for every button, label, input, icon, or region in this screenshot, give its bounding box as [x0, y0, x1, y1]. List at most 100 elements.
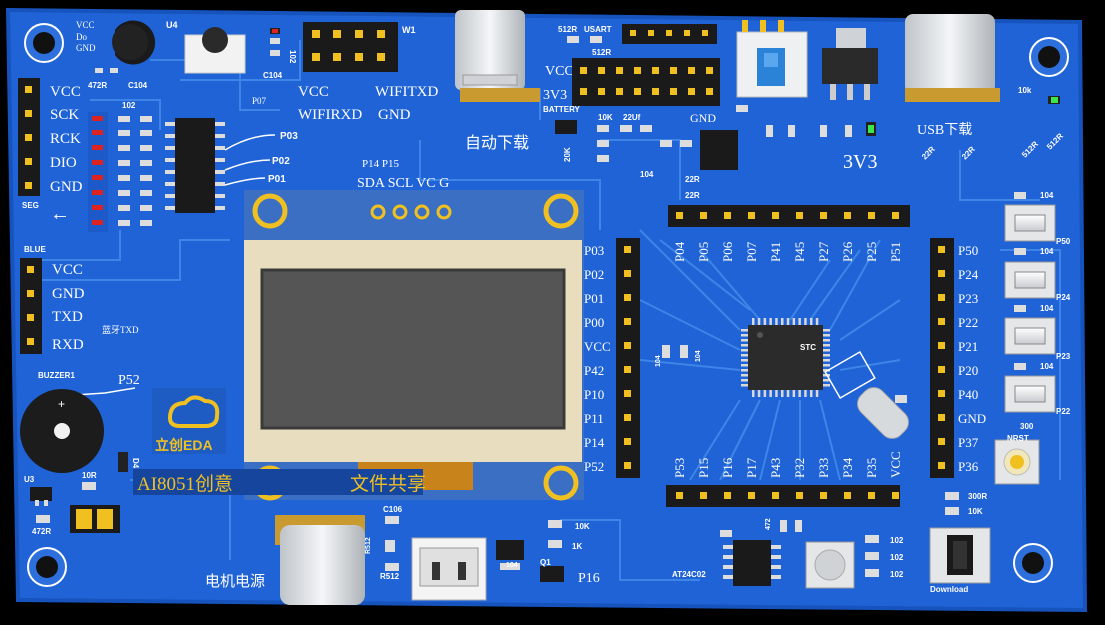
- btn-cap-0: 104: [1040, 191, 1054, 200]
- left-pin-0: P03: [584, 243, 604, 258]
- top-pin-9: P51: [888, 242, 903, 262]
- power-switch[interactable]: [736, 20, 808, 98]
- blue-vcc: VCC: [52, 262, 83, 278]
- label-102: 102: [288, 50, 297, 64]
- top-pin-0: P04: [672, 241, 687, 262]
- top-header-pins: [676, 212, 899, 219]
- header-pin: [820, 212, 827, 219]
- mcu-pin: [741, 334, 748, 337]
- mcu-pin: [741, 329, 748, 332]
- header-pin: [772, 212, 779, 219]
- left-pin-5: P42: [584, 363, 604, 378]
- bottom-header-pins: [676, 492, 899, 499]
- header-pin: [844, 492, 851, 499]
- mounting-hole-tl: [24, 23, 64, 63]
- right-pin-5: P20: [958, 363, 978, 378]
- seg-lead-p02: P02: [272, 156, 290, 167]
- 3v3-label: 3V3: [843, 151, 877, 173]
- label-w1: W1: [402, 25, 416, 35]
- right-pin-6: P40: [958, 387, 978, 402]
- usb-c-connector-top: [455, 10, 540, 102]
- mcu-pin: [741, 384, 748, 387]
- smd-resistor: [110, 68, 118, 73]
- battery-label: BATTERY: [543, 105, 581, 114]
- label-10r: 10R: [82, 471, 97, 480]
- mcu-pin: [741, 374, 748, 377]
- power-select-header: [572, 58, 720, 106]
- svg-text:+: +: [58, 397, 65, 411]
- title-text: AI8051创意: [137, 473, 233, 495]
- usart-label: USART: [584, 25, 612, 34]
- left-pin-6: P10: [584, 387, 604, 402]
- button-p23[interactable]: [1004, 317, 1056, 355]
- left-pin-4: VCC: [584, 339, 611, 354]
- label-10k-b: 10K: [575, 522, 590, 531]
- right-pin-1: P24: [958, 267, 979, 282]
- label-1k: 1K: [572, 542, 582, 551]
- usb-download-label: USB下载: [917, 122, 972, 138]
- label-104-a: 104: [640, 170, 654, 179]
- right-pin-4: P21: [958, 339, 978, 354]
- mcu-pin: [823, 349, 830, 352]
- mcu-pin: [823, 334, 830, 337]
- blue-rxd: RXD: [52, 337, 84, 353]
- blue-gnd: GND: [52, 286, 85, 302]
- usb-c-connector-right: [905, 14, 1000, 102]
- mcu-pin: [757, 390, 761, 397]
- button-p50[interactable]: [1004, 204, 1056, 242]
- button-p24[interactable]: [1004, 261, 1056, 299]
- u4-label: U4: [166, 20, 178, 30]
- mcu-pin: [741, 359, 748, 362]
- mcu-pin: [752, 390, 755, 397]
- bottom-pin-7: P34: [840, 457, 855, 478]
- mcu-pin: [741, 354, 748, 357]
- oled-display: [244, 190, 584, 501]
- mcu-pin: [798, 390, 801, 397]
- vcc-mid-label: VCC: [545, 64, 574, 79]
- mcu-pin: [810, 390, 813, 397]
- right-header-pins: [938, 246, 945, 469]
- oled-header-label: P14 P15: [362, 158, 399, 170]
- mcu-decoupling-caps: [662, 345, 688, 358]
- label-22uf: 22Uf: [623, 113, 641, 122]
- lceda-logo: [152, 388, 226, 454]
- blue-txd: TXD: [52, 309, 83, 325]
- nrst-button[interactable]: [994, 439, 1040, 485]
- cap-c106: [385, 516, 399, 524]
- label-d4: D4: [131, 458, 140, 469]
- mcu-pin: [815, 318, 819, 325]
- top-header: [668, 205, 910, 227]
- crystal: [824, 350, 909, 439]
- motor-power-label: 电机电源: [205, 573, 265, 590]
- header-pin: [748, 212, 755, 219]
- right-pin-0: P50: [958, 243, 978, 258]
- mounting-hole-tr: [1029, 37, 1069, 77]
- logo-text: 立创EDA: [155, 437, 213, 453]
- led-white-button[interactable]: [805, 541, 855, 589]
- diode-d4: [118, 452, 128, 472]
- header-pin: [820, 492, 827, 499]
- mcu-pin: [752, 318, 755, 325]
- top-pin-3: P07: [744, 241, 759, 262]
- header-pin: [938, 246, 945, 253]
- button-p22[interactable]: [1004, 375, 1056, 413]
- shift-register-ic: [165, 118, 225, 213]
- download-button[interactable]: [929, 527, 991, 584]
- label-10k: 10K: [598, 113, 613, 122]
- header-pin: [624, 270, 631, 277]
- mcu-pin: [775, 390, 778, 397]
- seg-vcc: VCC: [50, 84, 81, 100]
- label-at24: AT24C02: [672, 570, 706, 579]
- bottom-pin-6: P33: [816, 458, 831, 478]
- mcu-pin: [741, 364, 748, 367]
- usart-res1: 512R: [558, 25, 577, 34]
- bottom-pin-3: P17: [744, 457, 759, 478]
- u4-pin-vcc: VCC: [76, 20, 95, 30]
- header-pin: [624, 390, 631, 397]
- mcu-pin: [823, 384, 830, 387]
- resistor-r512-b: [385, 563, 399, 571]
- cap-104-mcu2: 104: [695, 350, 702, 362]
- header-pin: [938, 414, 945, 421]
- mcu-pin: [823, 379, 830, 382]
- blue-label: BLUE: [24, 245, 46, 254]
